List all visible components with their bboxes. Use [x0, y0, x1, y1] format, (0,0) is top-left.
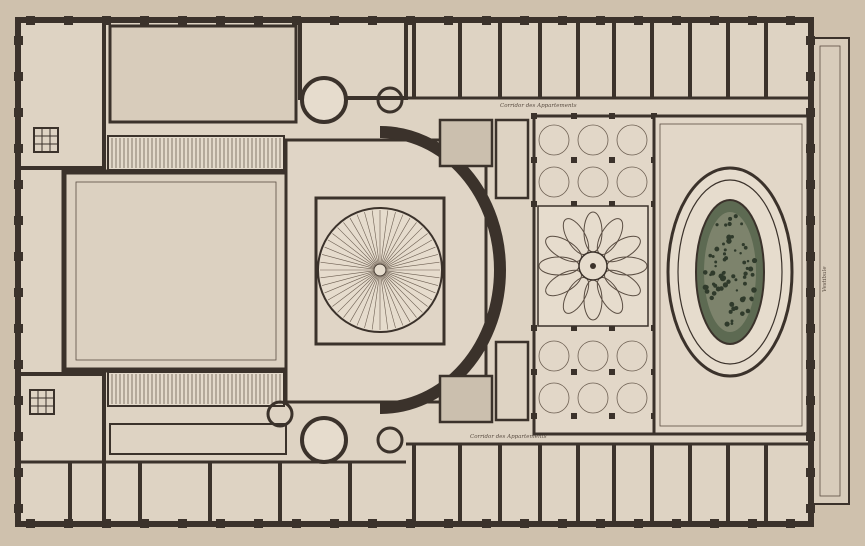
left-lower-block — [16, 372, 287, 526]
top-rooms — [298, 18, 811, 100]
stage-hall — [61, 169, 291, 373]
left-upper-block — [16, 18, 298, 170]
window-grille-lower — [29, 389, 55, 415]
foyer-stairs — [438, 118, 530, 424]
vestibule-label: Vestibule — [822, 266, 828, 292]
grand-salon — [652, 114, 810, 436]
wall-piers — [14, 16, 815, 528]
window-grille — [33, 127, 59, 153]
vestibule-strip — [810, 37, 850, 505]
rosette-vault — [537, 205, 649, 327]
bottom-rooms — [18, 442, 811, 524]
upper-staircase — [107, 135, 285, 171]
upper-corridor-label: Corridor des Appartements — [500, 103, 577, 109]
lower-corridor-label: Corridor des Appartements — [470, 434, 547, 440]
round-turrets — [266, 76, 404, 464]
lower-staircase — [107, 371, 285, 407]
auditorium — [284, 126, 507, 414]
